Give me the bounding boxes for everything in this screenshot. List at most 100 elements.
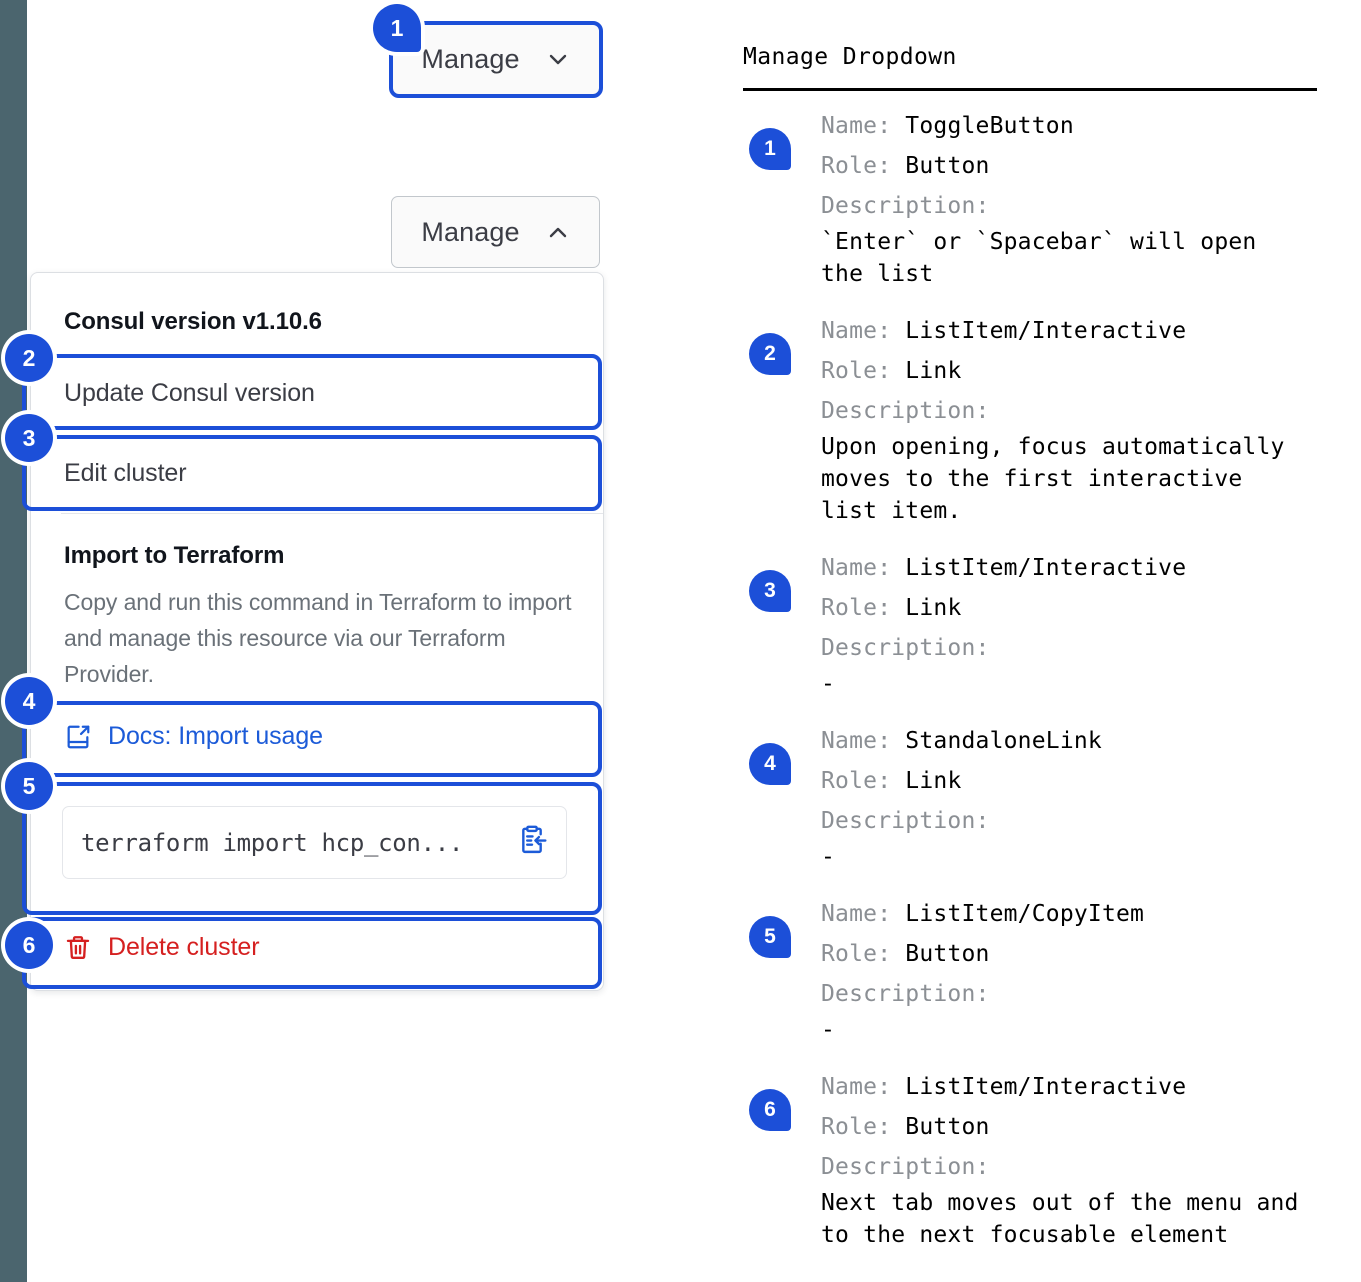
annotation-role-value: Button bbox=[905, 941, 990, 967]
annotation-name: Name: ToggleButton bbox=[821, 106, 1341, 146]
annotation-panel-rule bbox=[743, 88, 1317, 91]
annotation-description: Description: bbox=[821, 186, 1341, 226]
manage-toggle-button-open[interactable]: Manage bbox=[391, 196, 600, 268]
annotation-name: Name: ListItem/Interactive bbox=[821, 548, 1341, 588]
annotation-name-label: Name: bbox=[821, 901, 906, 927]
annotation-description-value: - bbox=[821, 1017, 836, 1043]
annotation-name-value: ListItem/Interactive bbox=[905, 318, 1187, 344]
annotation-name: Name: ListItem/Interactive bbox=[821, 1067, 1341, 1107]
annotation-name-value: ListItem/Interactive bbox=[905, 555, 1187, 581]
annotation-name-label: Name: bbox=[821, 113, 906, 139]
annotation-description: Description: bbox=[821, 391, 1341, 431]
annotation-description-label: Description: bbox=[821, 1154, 1004, 1180]
annotation-role: Role: Link bbox=[821, 351, 1341, 391]
docs-import-usage-label: Docs: Import usage bbox=[108, 722, 323, 750]
annotation-role-label: Role: bbox=[821, 153, 906, 179]
manage-dropdown-panel: Consul version v1.10.6 Update Consul ver… bbox=[30, 272, 604, 991]
annotation-role-label: Role: bbox=[821, 595, 906, 621]
annotation-role-label: Role: bbox=[821, 358, 906, 384]
annotation-description-label: Description: bbox=[821, 808, 1004, 834]
annotation-pin-5: 5 bbox=[749, 916, 791, 958]
annotation-name-value: ListItem/Interactive bbox=[905, 1074, 1187, 1100]
annotation-description: Description: bbox=[821, 801, 1341, 841]
annotation-pin-4: 4 bbox=[749, 743, 791, 785]
annotation-pin-2: 2 bbox=[749, 333, 791, 375]
annotation-description-label: Description: bbox=[821, 635, 1004, 661]
manage-toggle-label: Manage bbox=[421, 43, 520, 74]
annotation-role-value: Link bbox=[905, 358, 962, 384]
annotation-description: Description: bbox=[821, 628, 1341, 668]
annotation-role-value: Link bbox=[905, 768, 962, 794]
annotation-description-label: Description: bbox=[821, 981, 1004, 1007]
annotation-description: Description: bbox=[821, 974, 1341, 1014]
annotation-description-value: Next tab moves out of the menu and to th… bbox=[821, 1190, 1299, 1248]
annotation-name-label: Name: bbox=[821, 318, 906, 344]
chevron-down-icon bbox=[546, 47, 570, 71]
terraform-import-command-text: terraform import hcp_con... bbox=[81, 828, 464, 857]
annotation-pin-1: 1 bbox=[749, 128, 791, 170]
docs-external-link-icon bbox=[64, 723, 92, 751]
annotation-role: Role: Button bbox=[821, 934, 1341, 974]
annotation-description-label: Description: bbox=[821, 193, 1004, 219]
import-to-terraform-description: Copy and run this command in Terraform t… bbox=[64, 589, 572, 687]
app-side-rail bbox=[0, 0, 27, 1282]
annotation-name: Name: ListItem/Interactive bbox=[821, 311, 1341, 351]
consul-version-header: Consul version v1.10.6 bbox=[64, 308, 322, 335]
annotation-role-label: Role: bbox=[821, 1114, 906, 1140]
annotation-name: Name: StandaloneLink bbox=[821, 721, 1341, 761]
manage-toggle-button-closed[interactable]: Manage bbox=[391, 23, 600, 95]
annotation-description-value: - bbox=[821, 844, 836, 870]
docs-import-usage-link[interactable]: Docs: Import usage bbox=[64, 722, 323, 751]
annotation-name-value: StandaloneLink bbox=[905, 728, 1102, 754]
annotation-name-value: ToggleButton bbox=[905, 113, 1074, 139]
annotation-role: Role: Link bbox=[821, 588, 1341, 628]
annotation-role-value: Button bbox=[905, 1114, 990, 1140]
annotation-description: Description: bbox=[821, 1147, 1341, 1187]
annotation-pin-6: 6 bbox=[749, 1089, 791, 1131]
annotation-description-value: `Enter` or `Spacebar` will open the list bbox=[821, 229, 1257, 287]
callout-pin-3: 3 bbox=[5, 414, 53, 462]
annotation-description-label: Description: bbox=[821, 398, 1004, 424]
callout-pin-2: 2 bbox=[5, 334, 53, 382]
annotation-pin-3: 3 bbox=[749, 570, 791, 612]
annotation-role: Role: Button bbox=[821, 146, 1341, 186]
copy-to-clipboard-icon[interactable] bbox=[516, 824, 548, 861]
annotation-role: Role: Button bbox=[821, 1107, 1341, 1147]
chevron-up-icon bbox=[546, 220, 570, 244]
menu-item-edit-cluster[interactable]: Edit cluster bbox=[64, 459, 187, 487]
annotation-role-label: Role: bbox=[821, 768, 906, 794]
trash-icon bbox=[64, 934, 92, 962]
callout-pin-5: 5 bbox=[5, 762, 53, 810]
callout-pin-1: 1 bbox=[373, 4, 421, 52]
menu-divider bbox=[61, 513, 603, 514]
annotation-description-value: - bbox=[821, 671, 836, 697]
callout-pin-6: 6 bbox=[5, 921, 53, 969]
callout-pin-4: 4 bbox=[5, 677, 53, 725]
menu-item-delete-cluster[interactable]: Delete cluster bbox=[64, 933, 260, 962]
annotation-role-value: Button bbox=[905, 153, 990, 179]
menu-item-update-consul-version[interactable]: Update Consul version bbox=[64, 379, 315, 407]
annotation-name-label: Name: bbox=[821, 1074, 906, 1100]
annotation-name-value: ListItem/CopyItem bbox=[905, 901, 1145, 927]
terraform-import-command-box[interactable]: terraform import hcp_con... bbox=[62, 806, 567, 879]
manage-toggle-label-open: Manage bbox=[421, 216, 520, 247]
annotation-role: Role: Link bbox=[821, 761, 1341, 801]
annotation-description-value: Upon opening, focus automatically moves … bbox=[821, 434, 1285, 524]
annotation-name-label: Name: bbox=[821, 555, 906, 581]
annotation-role-label: Role: bbox=[821, 941, 906, 967]
import-to-terraform-heading: Import to Terraform bbox=[64, 542, 285, 569]
annotation-name-label: Name: bbox=[821, 728, 906, 754]
